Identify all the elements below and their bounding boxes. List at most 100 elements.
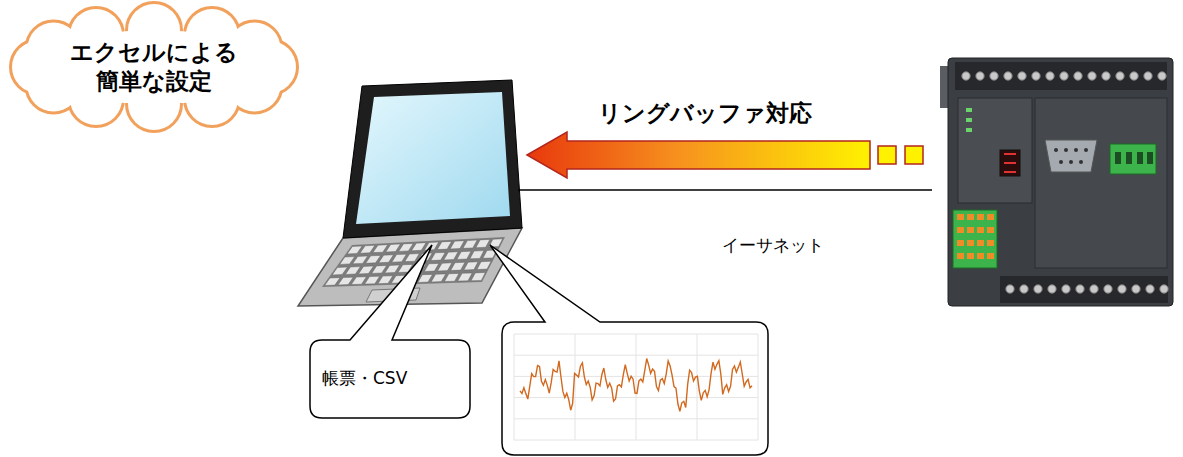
terminal-lever [957,214,964,220]
speech-callout: 帳票・CSV [310,340,470,418]
key [340,257,355,265]
key [437,241,451,249]
key [424,263,438,271]
terminal-screw [1018,72,1026,80]
chart-line [520,359,752,412]
terminal-block [953,210,997,268]
callout-text: 帳票・CSV [322,368,407,389]
key [365,276,380,284]
grid-line [697,334,698,440]
terminal-screw [1118,285,1126,293]
terminal-screw [1060,72,1068,80]
connector-pins [1115,152,1153,164]
terminal-lever [977,227,984,233]
key [360,245,375,253]
key [347,246,362,254]
terminal-lever [987,253,994,259]
key [372,266,387,274]
terminal-screw [1090,285,1098,293]
terminal-screw [1062,285,1070,293]
terminal-lever [977,214,984,220]
terminal-lever [967,214,974,220]
terminal-lever [987,214,994,220]
key [379,255,394,263]
front-panel [958,98,1032,203]
terminal-screw [1046,72,1054,80]
terminal-screw [962,72,970,80]
seven-seg-display [1004,154,1016,172]
terminal-screw [1102,72,1110,80]
terminal-screw [1034,285,1042,293]
cloud-text: エクセルによる 簡単な設定 [49,38,259,96]
key [445,273,459,281]
terminal-strip [955,62,1167,90]
terminal-lever [957,240,964,246]
terminal-lever [967,253,974,259]
data-arrow [527,132,870,178]
terminal-screw [1088,72,1096,80]
terminal-screw [1006,285,1014,293]
key [444,252,458,260]
key [405,254,420,262]
key [325,278,340,286]
terminal-screw [1020,285,1028,293]
flow-label: リングバッファ対応 [598,98,812,129]
terminal-screw [1160,285,1168,293]
data-packet [905,146,923,164]
grid-line [514,334,515,440]
key [457,251,471,259]
line-chart [514,334,758,440]
terminal-screw [1074,72,1082,80]
key [338,277,353,285]
terminal-screw [1104,285,1112,293]
key [451,262,465,270]
led [966,118,972,122]
terminal-screw [1158,72,1166,80]
key [353,256,368,264]
terminal-screw [1048,285,1056,293]
terminal-lever [957,227,964,233]
terminal-screw [1032,72,1040,80]
terminal-lever [967,240,974,246]
key [438,263,452,271]
laptop-screen [356,92,510,224]
key [378,276,393,284]
key [385,265,400,273]
terminal-lever [987,240,994,246]
key [431,252,445,260]
plc-body [948,58,1173,306]
key [332,267,347,275]
data-packet [878,146,896,164]
serial-port [1045,140,1097,172]
led [966,108,972,112]
key [412,243,427,251]
terminal-screw [976,72,984,80]
terminal-lever [987,227,994,233]
key [399,243,414,251]
key [345,267,360,275]
cloud-fill [38,30,270,104]
terminal-screw [990,72,998,80]
terminal-screw [1116,72,1124,80]
plc-unit [940,58,1173,306]
key [392,254,407,262]
key [366,255,381,263]
led [966,128,972,132]
key [431,274,446,282]
key [471,273,485,281]
serial-pins [1054,148,1088,164]
callout-outline [310,245,470,418]
laptop-bezel [343,80,522,238]
terminal-strip [1000,276,1168,303]
green-connector [1110,144,1156,174]
key [470,251,484,259]
key [463,240,477,248]
chart-callout [490,245,768,455]
key [418,274,433,282]
terminal-lever [957,253,964,259]
key [458,273,472,281]
front-panel [1035,98,1167,268]
terminal-screw [1004,72,1012,80]
key [351,277,366,285]
